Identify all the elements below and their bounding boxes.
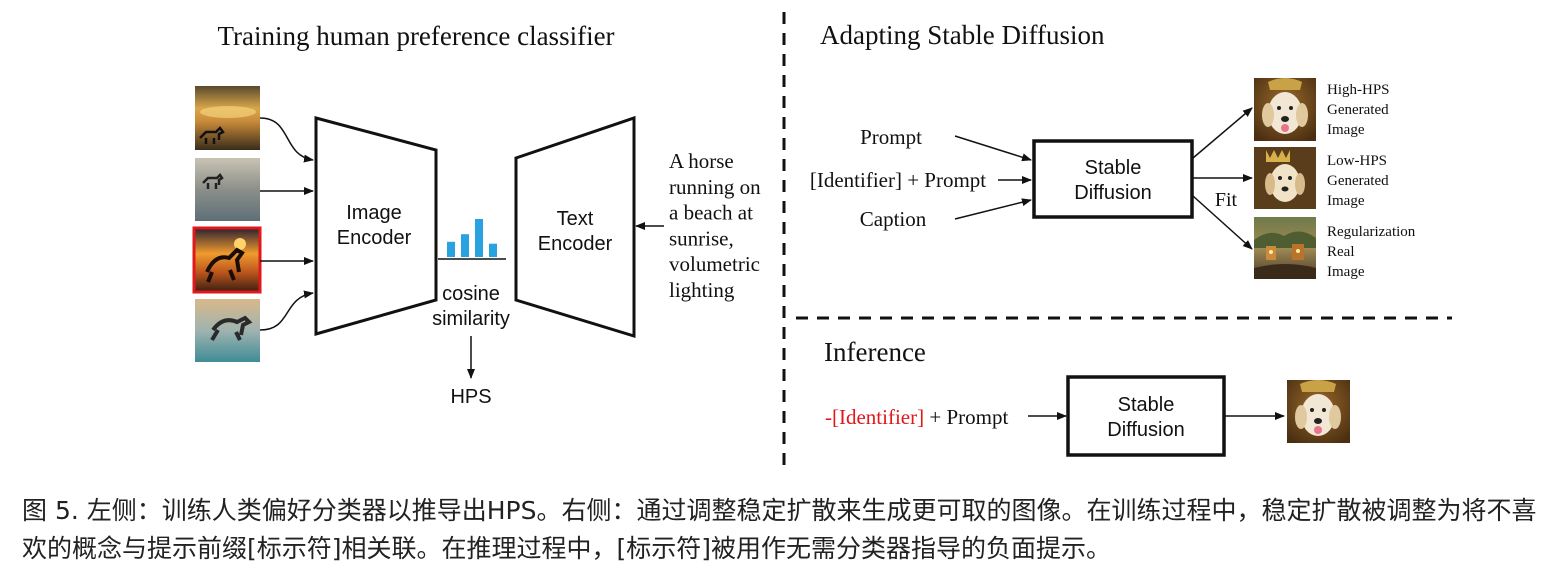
prompt-line: sunrise, [669, 226, 734, 250]
similarity-bars [447, 219, 497, 257]
negative-identifier: -[Identifier] [825, 405, 924, 429]
adapt-title: Adapting Stable Diffusion [820, 20, 1105, 50]
svg-text:Image: Image [1327, 193, 1365, 209]
fit-label: Fit [1215, 189, 1238, 211]
image-encoder [314, 116, 438, 336]
text-encoder [514, 115, 636, 339]
arrow-prompt [954, 135, 1032, 162]
sd-label-2: Diffusion [1074, 182, 1151, 204]
cosine-label: cosine [442, 283, 500, 305]
svg-text:Generated: Generated [1327, 102, 1389, 118]
sd-label-1: Stable [1085, 157, 1142, 179]
image-encoder-label-1: Image [346, 202, 402, 224]
arrow-img1 [259, 117, 314, 163]
input-identifier-prompt: [Identifier] + Prompt [810, 168, 986, 192]
svg-text:Image: Image [1327, 122, 1365, 138]
prompt-suffix: + Prompt [924, 405, 1008, 429]
selected-frame [192, 226, 262, 294]
left-title: Training human preference classifier [217, 21, 614, 51]
high-hps-image [1254, 78, 1316, 141]
prompt-line: lighting [669, 278, 735, 302]
arrow-caption [954, 198, 1032, 220]
arrow-to-high-hps [1192, 107, 1253, 159]
input-prompt: Prompt [860, 125, 922, 149]
horse-image-2 [195, 158, 260, 221]
input-caption: Caption [860, 207, 927, 231]
hps-label: HPS [450, 386, 491, 408]
figure-caption: 图 5. 左侧：训练人类偏好分类器以推导出HPS。右侧：通过调整稳定扩散来生成更… [22, 496, 1537, 563]
low-hps-label: Low-HPS Generated Image [1327, 153, 1389, 209]
horse-image-4 [195, 299, 260, 362]
similarity-bar [489, 243, 497, 257]
method-diagram: Training human preference classifier Ima… [192, 12, 1452, 472]
low-hps-image [1254, 147, 1316, 209]
text-encoder-label-1: Text [557, 208, 594, 230]
real-image [1254, 217, 1316, 279]
svg-text:Real: Real [1327, 244, 1355, 260]
prompt-line: a beach at [669, 201, 753, 225]
similarity-label: similarity [432, 308, 510, 330]
svg-text:High-HPS: High-HPS [1327, 82, 1390, 98]
svg-text:Generated: Generated [1327, 173, 1389, 189]
inference-sd-label-1: Stable [1118, 394, 1175, 416]
similarity-bar [475, 219, 483, 257]
prompt-line: volumetric [669, 252, 760, 276]
svg-text:Regularization: Regularization [1327, 224, 1416, 240]
inference-output-image [1287, 380, 1350, 443]
similarity-bar [447, 241, 455, 257]
prompt-line: A horse [669, 149, 734, 173]
inference-sd-box [1066, 375, 1226, 457]
inference-title: Inference [824, 337, 926, 367]
horse-image-3-selected [192, 226, 262, 294]
similarity-bar [461, 234, 469, 257]
stable-diffusion-box [1032, 139, 1194, 219]
inference-input: -[Identifier] + Prompt [825, 405, 1008, 429]
arrow-img4 [259, 290, 314, 331]
image-encoder-label-2: Encoder [337, 227, 412, 249]
prompt-line: running on [669, 175, 761, 199]
text-encoder-label-2: Encoder [538, 233, 613, 255]
regularization-label: Regularization Real Image [1327, 224, 1416, 280]
horse-image-1 [195, 86, 260, 150]
svg-text:Image: Image [1327, 264, 1365, 280]
high-hps-label: High-HPS Generated Image [1327, 82, 1390, 138]
arrow-to-real [1192, 195, 1253, 250]
svg-text:Low-HPS: Low-HPS [1327, 153, 1387, 169]
inference-sd-label-2: Diffusion [1107, 419, 1184, 441]
